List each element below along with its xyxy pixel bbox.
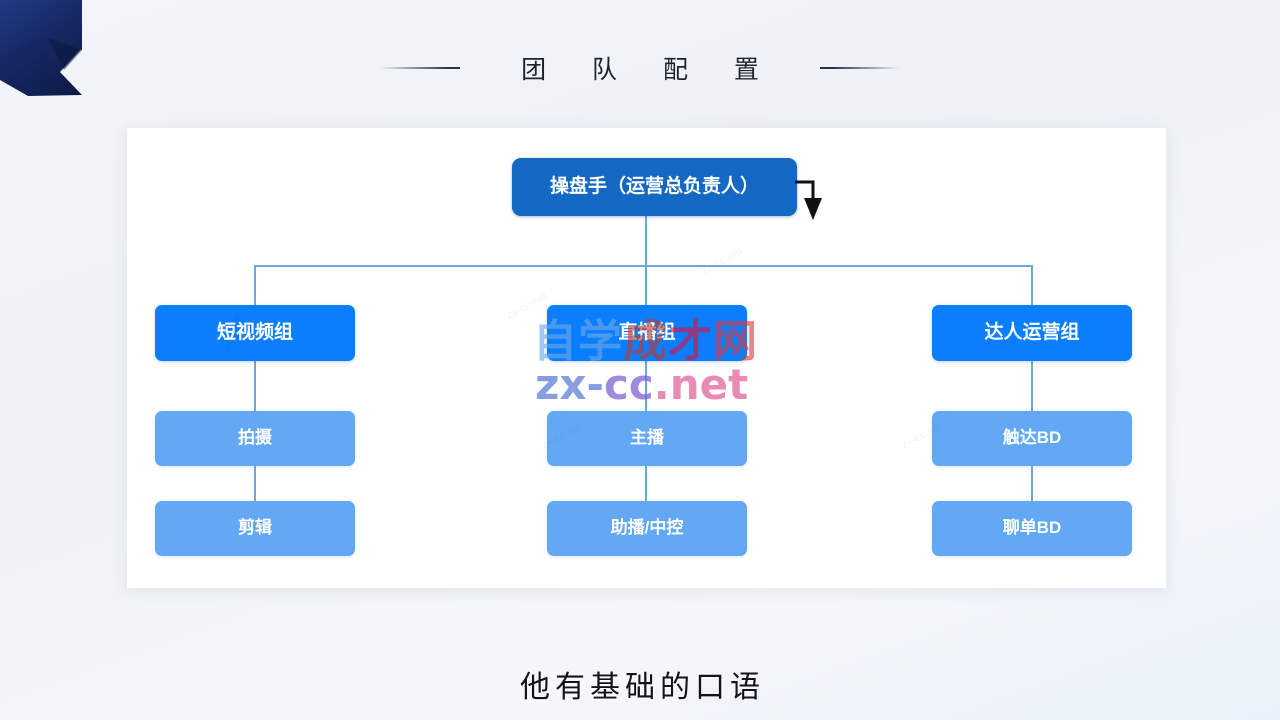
page-title: 团 队 配 置 bbox=[521, 55, 778, 84]
node-branch-3-label: 达人运营组 bbox=[984, 321, 1080, 343]
title-rule-left bbox=[380, 67, 461, 69]
node-branch-livestream[interactable]: 直播组 bbox=[547, 305, 747, 361]
connector-horizontal-bus bbox=[255, 265, 1033, 267]
connector-to-branch-3 bbox=[1031, 265, 1033, 305]
title-rule-right bbox=[819, 67, 900, 69]
connector-branch2-leaf1 bbox=[645, 361, 647, 411]
node-branch-1-child-1-label: 拍摄 bbox=[238, 428, 272, 448]
connector-branch3-leaf1 bbox=[1031, 361, 1033, 411]
connector-branch3-leaf2 bbox=[1031, 466, 1033, 501]
node-branch-short-video[interactable]: 短视频组 bbox=[155, 305, 355, 361]
node-branch-2-child-2-label: 助播/中控 bbox=[610, 518, 684, 538]
node-root-label: 操盘手（运营总负责人） bbox=[549, 175, 759, 197]
connector-to-branch-1 bbox=[254, 265, 256, 305]
node-branch-influencer-ops[interactable]: 达人运营组 bbox=[932, 305, 1132, 361]
node-leaf-assistant-control[interactable]: 助播/中控 bbox=[547, 501, 747, 556]
connector-branch2-leaf2 bbox=[645, 466, 647, 501]
node-leaf-outreach-bd[interactable]: 触达BD bbox=[932, 411, 1132, 466]
node-leaf-shooting[interactable]: 拍摄 bbox=[155, 411, 355, 466]
node-leaf-editing[interactable]: 剪辑 bbox=[155, 501, 355, 556]
down-arrow-cursor bbox=[795, 180, 822, 220]
node-leaf-host[interactable]: 主播 bbox=[547, 411, 747, 466]
node-branch-1-child-2-label: 剪辑 bbox=[238, 518, 272, 538]
node-branch-2-child-1-label: 主播 bbox=[630, 428, 664, 448]
slide-title-row: 团 队 配 置 bbox=[0, 42, 1280, 94]
navy-ribbon-shape bbox=[0, 0, 82, 96]
node-branch-1-label: 短视频组 bbox=[216, 321, 293, 343]
connector-branch1-leaf1 bbox=[254, 361, 256, 411]
connector-to-branch-2 bbox=[645, 265, 647, 305]
connector-root-down bbox=[645, 216, 647, 266]
node-branch-3-child-1-label: 触达BD bbox=[1002, 428, 1062, 448]
node-leaf-chat-bd[interactable]: 聊单BD bbox=[932, 501, 1132, 556]
node-root[interactable]: 操盘手（运营总负责人） bbox=[512, 158, 797, 216]
node-branch-3-child-2-label: 聊单BD bbox=[1002, 518, 1062, 538]
bottom-caption: 他有基础的口语 bbox=[520, 670, 765, 705]
node-branch-2-label: 直播组 bbox=[618, 321, 676, 343]
connector-branch1-leaf2 bbox=[254, 466, 256, 501]
